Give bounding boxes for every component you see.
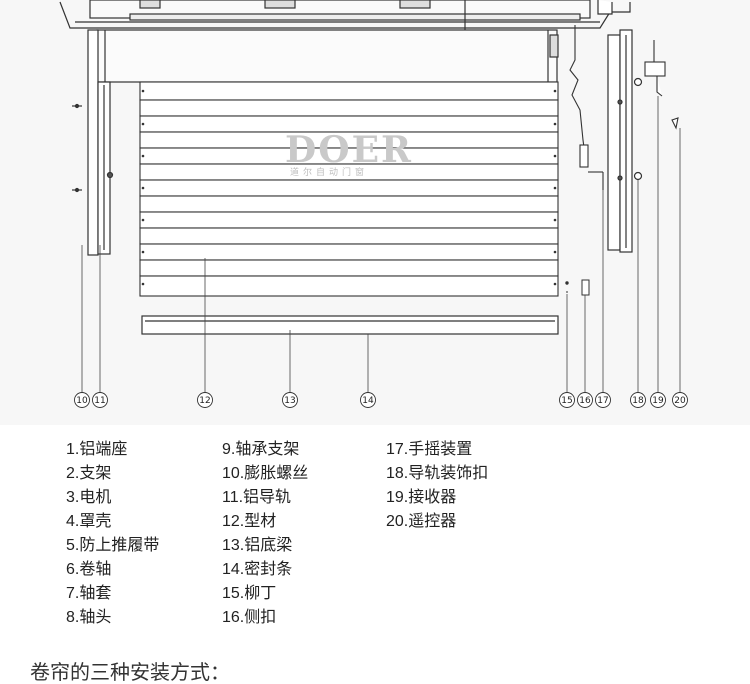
callout-15: 15 — [561, 396, 572, 406]
legend-item: 9.轴承支架 — [222, 441, 300, 458]
exploded-diagram: DOER 道尔自动门窗 10 11 12 13 14 15 16 17 1 — [59, 0, 688, 408]
legend-column-1: 1.铝端座 2.支架 3.电机 4.罩壳 5.防上推履带 6.卷轴 7.轴套 8… — [66, 438, 159, 630]
legend-item: 14.密封条 — [222, 561, 293, 578]
callout-numbers: 10 11 12 13 14 15 16 17 18 19 20 — [76, 396, 686, 406]
legend-column-3: 17.手摇装置 18.导轨装饰扣 19.接收器 20.遥控器 — [386, 438, 488, 534]
parts-legend: 1.铝端座 2.支架 3.电机 4.罩壳 5.防上推履带 6.卷轴 7.轴套 8… — [0, 438, 750, 638]
callout-circle — [559, 392, 575, 408]
callout-17: 17 — [597, 396, 608, 406]
legend-item: 6.卷轴 — [66, 561, 112, 578]
hand-crank — [569, 25, 604, 190]
roller-shutter-diagram-svg: DOER 道尔自动门窗 10 11 12 13 14 15 16 17 1 — [59, 0, 688, 408]
callout-13: 13 — [284, 396, 295, 406]
legend-item: 16.侧扣 — [222, 609, 277, 626]
callout-circle — [577, 392, 593, 408]
legend-item: 13.铝底梁 — [222, 537, 293, 554]
receiver-and-remote — [644, 40, 679, 130]
callout-circle — [672, 392, 688, 408]
legend-item: 3.电机 — [66, 489, 112, 506]
legend-item: 20.遥控器 — [386, 513, 457, 530]
right-guide-rail — [597, 0, 643, 253]
callout-circle — [282, 392, 298, 408]
callout-12: 12 — [199, 396, 210, 406]
callout-circle — [197, 392, 213, 408]
watermark-brand: DOER — [285, 129, 413, 171]
callout-20: 20 — [674, 396, 686, 406]
callout-circle — [74, 392, 90, 408]
callout-16: 16 — [579, 396, 591, 406]
left-guide-rail — [72, 29, 114, 256]
legend-item: 8.轴头 — [66, 609, 112, 626]
legend-column-2: 9.轴承支架 10.膨胀螺丝 11.铝导轨 12.型材 13.铝底梁 14.密封… — [222, 438, 308, 630]
legend-item: 11.铝导轨 — [222, 489, 292, 506]
legend-item: 2.支架 — [66, 465, 112, 482]
legend-item: 10.膨胀螺丝 — [222, 465, 309, 482]
slat-end-marks — [141, 89, 557, 286]
callout-circle — [92, 392, 108, 408]
bottom-beam — [141, 315, 559, 335]
callout-19: 19 — [652, 396, 664, 406]
legend-item: 5.防上推履带 — [66, 537, 160, 554]
legend-item: 7.轴套 — [66, 585, 112, 602]
section-heading: 卷帘的三种安装方式： — [30, 660, 230, 684]
legend-item: 12.型材 — [222, 513, 277, 530]
legend-item: 15.柳丁 — [222, 585, 277, 602]
shutter-box — [96, 29, 559, 83]
curtain-slats — [139, 81, 559, 297]
legend-item: 17.手摇装置 — [386, 441, 473, 458]
legend-item: 19.接收器 — [386, 489, 457, 506]
callout-circle — [595, 392, 611, 408]
legend-item: 4.罩壳 — [66, 513, 112, 530]
callout-circle — [360, 392, 376, 408]
doer-watermark: DOER 道尔自动门窗 — [285, 129, 413, 178]
callout-14: 14 — [362, 396, 374, 406]
callout-10: 10 — [76, 396, 88, 406]
rivet-and-clip — [565, 279, 590, 296]
callout-circle — [650, 392, 666, 408]
watermark-tagline: 道尔自动门窗 — [290, 166, 368, 178]
leader-lines — [81, 96, 681, 392]
callout-circle — [630, 392, 646, 408]
callout-11: 11 — [94, 396, 105, 406]
legend-item: 1.铝端座 — [66, 441, 128, 458]
legend-item: 18.导轨装饰扣 — [386, 465, 489, 482]
callout-18: 18 — [632, 396, 644, 406]
callout-markers — [74, 392, 688, 408]
